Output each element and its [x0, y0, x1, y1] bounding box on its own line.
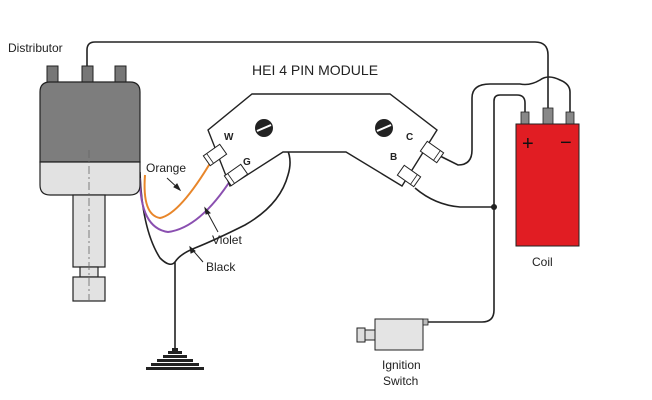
pin-g-connector	[223, 163, 249, 187]
ignition-switch-body	[374, 318, 424, 351]
label-leaders	[166, 177, 219, 263]
wire-distributor-to-coil	[86, 41, 549, 112]
ignition-switch-knob	[356, 327, 366, 343]
coil-body	[515, 123, 580, 247]
distributor	[39, 65, 141, 302]
ignition-switch	[356, 318, 429, 351]
hei-module: W G C B	[202, 93, 445, 188]
mount-screw-left-icon	[255, 119, 273, 137]
pin-w-label: W	[224, 132, 234, 143]
wires	[86, 41, 571, 350]
ground-icon	[146, 348, 204, 370]
mount-screw-right-icon	[375, 119, 393, 137]
wire-junction-dot	[491, 204, 497, 210]
ignition-label: Ignition	[382, 358, 421, 372]
black-wire-label: Black	[206, 260, 236, 274]
wire-coil-neg-to-module-c	[439, 76, 571, 166]
coil-terminal-plus	[520, 111, 530, 125]
diagram-title: HEI 4 PIN MODULE	[252, 62, 378, 78]
wire-coil-plus-to-ignition	[425, 94, 526, 323]
wire-black-ground	[174, 137, 291, 350]
wire-violet	[139, 177, 233, 234]
coil-terminal-center	[542, 107, 554, 125]
distributor-terminal-right	[114, 65, 127, 84]
pin-g-label: G	[243, 157, 251, 168]
ignition-switch-terminal	[422, 318, 429, 326]
wire-orange	[143, 159, 213, 220]
orange-wire-label: Orange	[146, 161, 186, 175]
distributor-cap	[39, 81, 141, 163]
distributor-terminal-center	[81, 65, 94, 84]
pin-b-label: B	[390, 152, 397, 163]
coil-plus-label: +	[522, 133, 534, 155]
pin-c-connector	[419, 140, 445, 164]
switch-label: Switch	[383, 374, 418, 388]
coil-terminal-minus	[565, 111, 575, 125]
coil-minus-label: −	[560, 132, 572, 154]
wire-module-b-to-junction	[414, 187, 494, 208]
coil-label: Coil	[532, 255, 553, 269]
distributor-label: Distributor	[8, 41, 63, 55]
ignition-switch-neck	[364, 329, 376, 341]
pin-c-label: C	[406, 132, 413, 143]
coil: + −	[515, 107, 580, 247]
pin-b-connector	[396, 164, 422, 188]
violet-wire-label: Violet	[212, 233, 242, 247]
distributor-terminal-left	[46, 65, 59, 84]
distributor-body	[39, 161, 141, 196]
pin-w-connector	[202, 143, 228, 167]
